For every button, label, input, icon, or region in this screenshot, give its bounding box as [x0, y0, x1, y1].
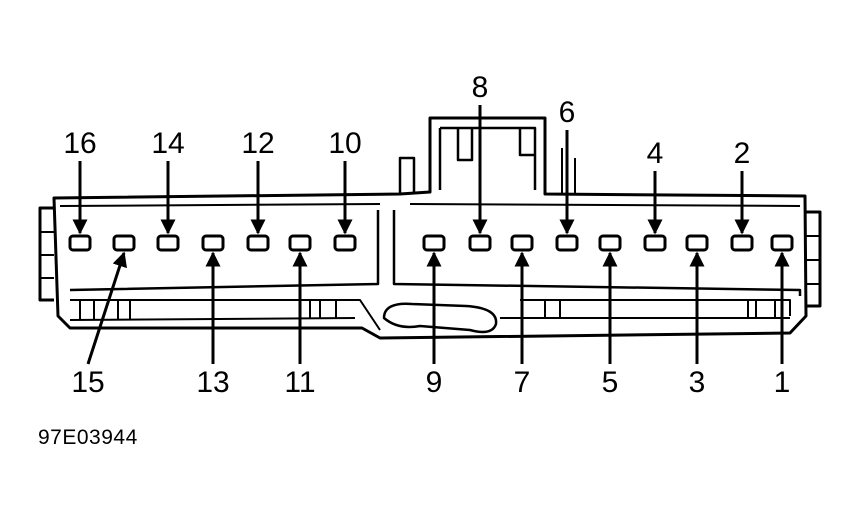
pin-label-1: 1 — [774, 366, 791, 399]
key-block-inner — [438, 126, 537, 190]
pin-cavity — [112, 234, 136, 252]
pin-label-2: 2 — [734, 137, 751, 170]
pin-label-15: 15 — [71, 366, 104, 399]
pin-cavity — [770, 234, 794, 252]
pin-arrows — [72, 105, 790, 365]
housing-top-edge — [59, 203, 801, 207]
pin-label-8: 8 — [472, 71, 489, 104]
latch-post — [398, 156, 416, 194]
key-ribs — [561, 148, 576, 194]
pin-cavity — [510, 234, 534, 252]
pin-label-9: 9 — [426, 366, 443, 399]
pin-cavity — [288, 234, 312, 252]
pin-label-3: 3 — [689, 366, 706, 399]
pin-cavity — [468, 234, 492, 252]
pin-label-14: 14 — [151, 127, 184, 160]
pin-label-16: 16 — [63, 127, 96, 160]
figure-id-label: 97E03944 — [38, 426, 138, 449]
pin-cavity — [555, 234, 579, 252]
left-latch-ribs — [40, 231, 54, 279]
pin-cavity — [422, 234, 446, 252]
pin-cavity — [156, 234, 180, 252]
pin-label-7: 7 — [514, 366, 531, 399]
pin-cavity — [68, 234, 92, 252]
connector-body — [38, 116, 822, 340]
pin-arrow-15 — [86, 251, 127, 365]
pin-label-12: 12 — [241, 127, 274, 160]
pin-cavities — [68, 234, 794, 252]
pin-cavity — [730, 234, 754, 252]
pin-labels: 16 14 12 10 8 6 4 2 15 13 11 9 7 5 3 1 — [63, 71, 790, 399]
lower-slots — [79, 300, 776, 320]
pin-label-6: 6 — [559, 96, 576, 129]
housing-outline — [52, 116, 808, 340]
center-channel — [69, 210, 802, 296]
pin-label-13: 13 — [196, 366, 229, 399]
pin-label-10: 10 — [328, 127, 361, 160]
pin-cavity — [598, 234, 622, 252]
pin-label-11: 11 — [284, 366, 315, 399]
locking-clip — [382, 302, 498, 334]
pin-cavity — [246, 234, 270, 252]
pin-label-4: 4 — [647, 137, 664, 170]
pin-label-5: 5 — [602, 366, 619, 399]
pin-cavity — [201, 234, 225, 252]
pin-cavity — [333, 234, 357, 252]
right-latch-ribs — [806, 235, 820, 285]
pin-cavity — [685, 234, 709, 252]
pin-cavity — [643, 234, 667, 252]
